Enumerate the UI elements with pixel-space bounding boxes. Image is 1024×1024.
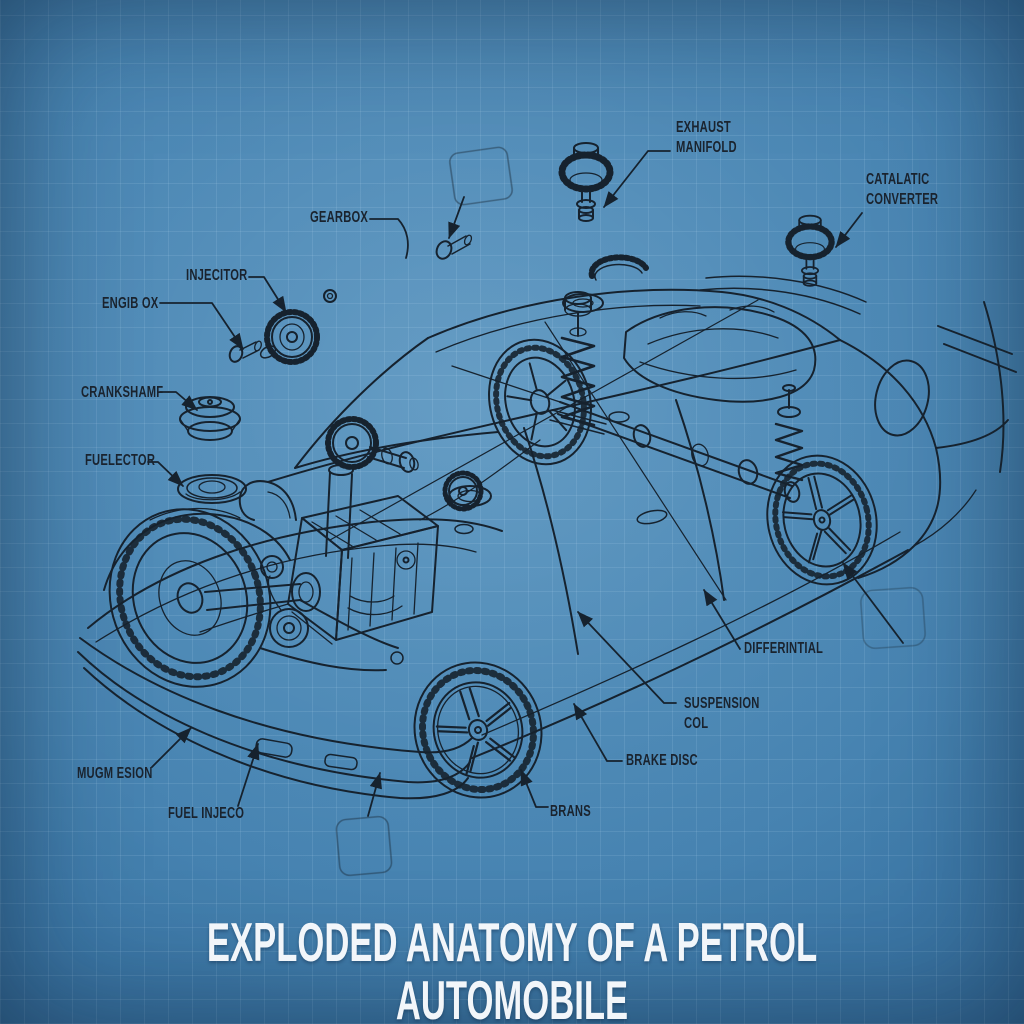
label-fuelector: FUELECTOR <box>85 452 156 469</box>
label-brake-disc: BRAKE DISC <box>626 752 698 769</box>
wheel-detached <box>413 661 543 799</box>
label-brans: BRANS <box>550 803 591 820</box>
leader-lines <box>147 150 904 817</box>
label-exhaust-manifold: EXHAUST MANIFOLD <box>676 119 737 157</box>
label-gearbox: GEARBOX <box>310 209 369 226</box>
poster-title: EXPLODED ANATOMY OF A PETROL AUTOMOBILE <box>206 911 818 1024</box>
label-injector: INJECITOR <box>186 267 248 284</box>
rear-spring <box>774 422 804 482</box>
part-gear-camshaft <box>325 416 419 473</box>
driveshaft <box>451 365 801 503</box>
label-catalatic-converter: CATALATIC CONVERTER <box>866 171 939 209</box>
label-engib-ox: ENGIB OX <box>102 295 159 312</box>
ghost-outlines <box>335 146 926 877</box>
part-knob-catalytic <box>785 214 835 287</box>
wheel-front-left <box>108 464 404 688</box>
part-washers <box>448 293 630 535</box>
label-suspension-col: SUSPENSION COL <box>684 695 760 733</box>
front-spring <box>560 336 596 427</box>
part-cowl-halfgear <box>588 254 649 281</box>
label-mugm-esion: MUGM ESION <box>77 765 153 782</box>
label-fuel-injeco: FUEL INJECO <box>168 805 245 822</box>
label-differintial: DIFFERINTIAL <box>744 640 824 657</box>
part-knob-exhaust <box>558 142 614 222</box>
part-bolt-engib <box>228 340 262 363</box>
engine-block <box>238 480 439 648</box>
part-bolt-gearbox <box>435 234 473 260</box>
part-gear-injector <box>259 289 337 365</box>
label-crankshamf: CRANKSHAMF <box>81 384 164 401</box>
wheel-rear-right <box>766 384 878 586</box>
part-fuel-ring <box>177 474 247 504</box>
